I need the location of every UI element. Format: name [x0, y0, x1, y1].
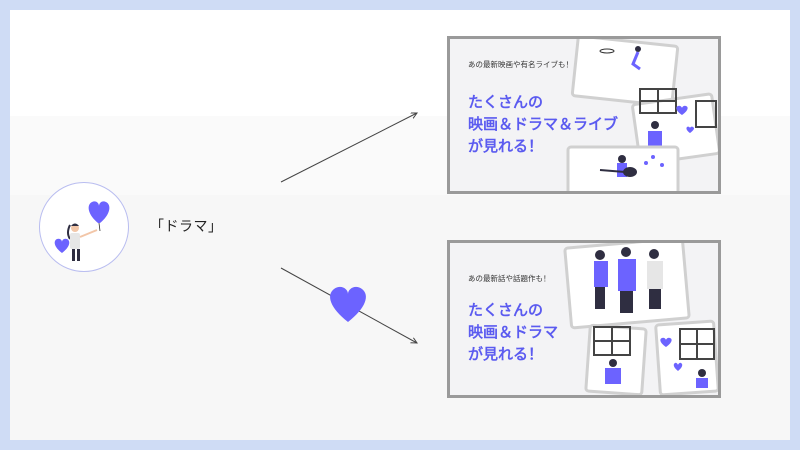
illustration-collage [566, 39, 718, 191]
promo-card-movies-dramas: あの最新話や話題作も！ たくさんの 映画＆ドラマ が見れる！ [447, 240, 721, 398]
headline-line: 映画＆ドラマ＆ライブ [468, 115, 619, 133]
card-subtitle: あの最新映画や有名ライブも！ [468, 60, 573, 69]
headline-line: たくさんの [468, 93, 544, 111]
person-with-heart-balloon-icon [39, 182, 129, 272]
arrows-layer [280, 10, 790, 440]
card-headline: たくさんの 映画＆ドラマ が見れる！ [468, 299, 558, 365]
card-headline: たくさんの 映画＆ドラマ＆ライブ が見れる！ [468, 91, 618, 157]
headline-line: が見れる！ [468, 137, 544, 155]
headline-line: たくさんの [468, 301, 544, 319]
promo-card-movies-dramas-lives: あの最新映画や有名ライブも！ たくさんの 映画＆ドラマ＆ライブ が見れる！ [447, 36, 721, 194]
illustration-collage [563, 243, 718, 395]
card-subtitle: あの最新話や話題作も！ [468, 274, 551, 283]
category-label: 「ドラマ」 [150, 219, 223, 235]
headline-line: が見れる！ [468, 345, 544, 363]
arrow-up [280, 113, 417, 183]
headline-line: 映画＆ドラマ [468, 323, 559, 341]
heart-icon [330, 286, 366, 322]
slide: 「ドラマ」 [10, 10, 790, 440]
